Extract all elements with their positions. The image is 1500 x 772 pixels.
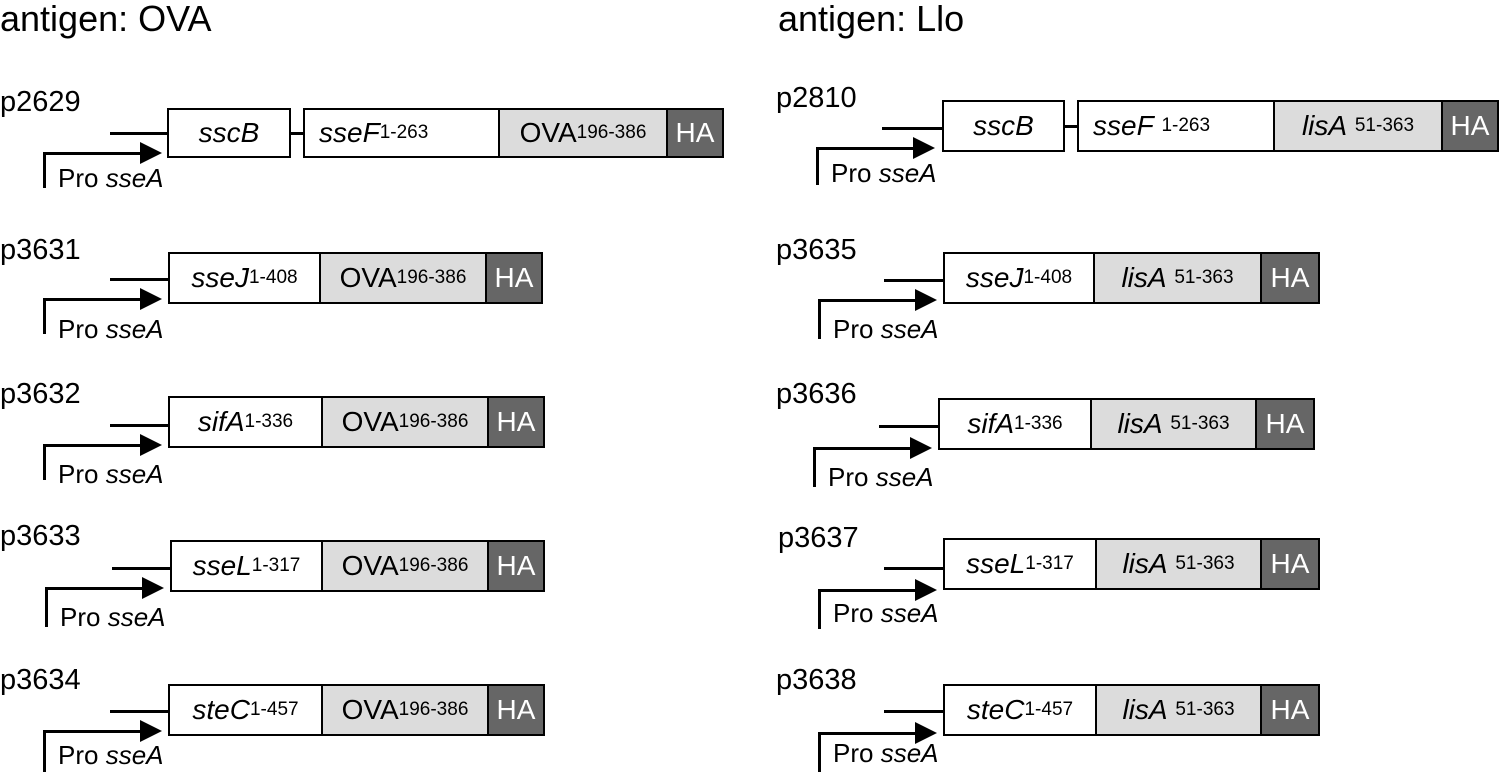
ha-tag-box: HA	[1260, 684, 1320, 736]
promoter-arrow-shaft	[816, 147, 916, 150]
promoter-label: Pro sseA	[833, 738, 939, 768]
ha-tag-box: HA	[485, 252, 543, 304]
promoter-label: Pro sseA	[58, 740, 164, 770]
antigen-box: lisA 51-363	[1095, 538, 1262, 590]
promoter-line	[110, 424, 170, 427]
chaperone-box: sscB	[167, 108, 291, 158]
promoter-arrow-shaft	[43, 444, 143, 447]
promoter-stem	[818, 299, 821, 339]
promoter-arrow-shaft	[45, 587, 145, 590]
promoter-arrow-shaft	[43, 152, 143, 155]
promoter-label: Pro sseA	[833, 314, 939, 344]
promoter-line	[112, 567, 172, 570]
ha-tag-box: HA	[487, 540, 545, 592]
ha-tag-box: HA	[487, 396, 545, 448]
promoter-stem	[43, 444, 46, 480]
effector-box: sseF 1-263	[1077, 100, 1275, 152]
ha-tag-box: HA	[666, 108, 724, 158]
ha-tag-box: HA	[1441, 100, 1499, 152]
promoter-stem	[43, 730, 46, 772]
promoter-stem	[45, 587, 48, 627]
promoter-stem	[818, 589, 821, 629]
promoter-stem	[813, 447, 816, 487]
promoter-label: Pro sseA	[58, 459, 164, 489]
construct-id: p3637	[778, 522, 859, 554]
promoter-stem	[43, 152, 46, 188]
promoter-line	[884, 710, 946, 713]
promoter-line	[879, 425, 941, 428]
construct-id: p3638	[776, 664, 857, 696]
promoter-line	[884, 567, 946, 570]
promoter-arrow-shaft	[818, 299, 918, 302]
right-panel-heading: antigen: Llo	[778, 0, 965, 39]
linker-line	[291, 132, 305, 135]
construct-id: p3635	[776, 234, 857, 266]
antigen-box: lisA 51-363	[1273, 100, 1443, 152]
construct-id: p3633	[0, 520, 81, 552]
construct-id: p3631	[0, 234, 81, 266]
construct-id: p2810	[776, 82, 857, 114]
promoter-stem	[818, 732, 821, 772]
promoter-line	[110, 278, 170, 281]
construct-id: p3632	[0, 378, 81, 410]
antigen-box: lisA 51-363	[1090, 398, 1257, 450]
promoter-line	[884, 279, 946, 282]
left-panel-heading: antigen: OVA	[0, 0, 212, 39]
promoter-line	[110, 710, 170, 713]
promoter-stem	[816, 147, 819, 185]
ha-tag-box: HA	[1260, 538, 1320, 590]
promoter-arrow-shaft	[43, 298, 143, 301]
linker-line	[1065, 125, 1079, 128]
promoter-label: Pro sseA	[831, 158, 937, 188]
construct-id: p3634	[0, 664, 81, 696]
promoter-label: Pro sseA	[833, 598, 939, 628]
ha-tag-box: HA	[1260, 252, 1320, 304]
promoter-stem	[43, 298, 46, 334]
promoter-label: Pro sseA	[58, 163, 164, 193]
antigen-box: lisA 51-363	[1093, 252, 1262, 304]
promoter-arrow-shaft	[818, 589, 918, 592]
ha-tag-box: HA	[1255, 398, 1315, 450]
ha-tag-box: HA	[487, 684, 545, 736]
promoter-line	[110, 132, 168, 135]
construct-id: p2629	[0, 86, 81, 118]
promoter-label: Pro sseA	[58, 314, 164, 344]
promoter-label: Pro sseA	[828, 462, 934, 492]
promoter-arrow-shaft	[813, 447, 913, 450]
construct-id: p3636	[776, 378, 857, 410]
promoter-label: Pro sseA	[60, 602, 166, 632]
promoter-arrow-shaft	[43, 730, 143, 733]
chaperone-box: sscB	[942, 100, 1065, 152]
promoter-arrow-shaft	[818, 732, 918, 735]
promoter-line	[882, 127, 944, 130]
antigen-box: lisA 51-363	[1095, 684, 1262, 736]
